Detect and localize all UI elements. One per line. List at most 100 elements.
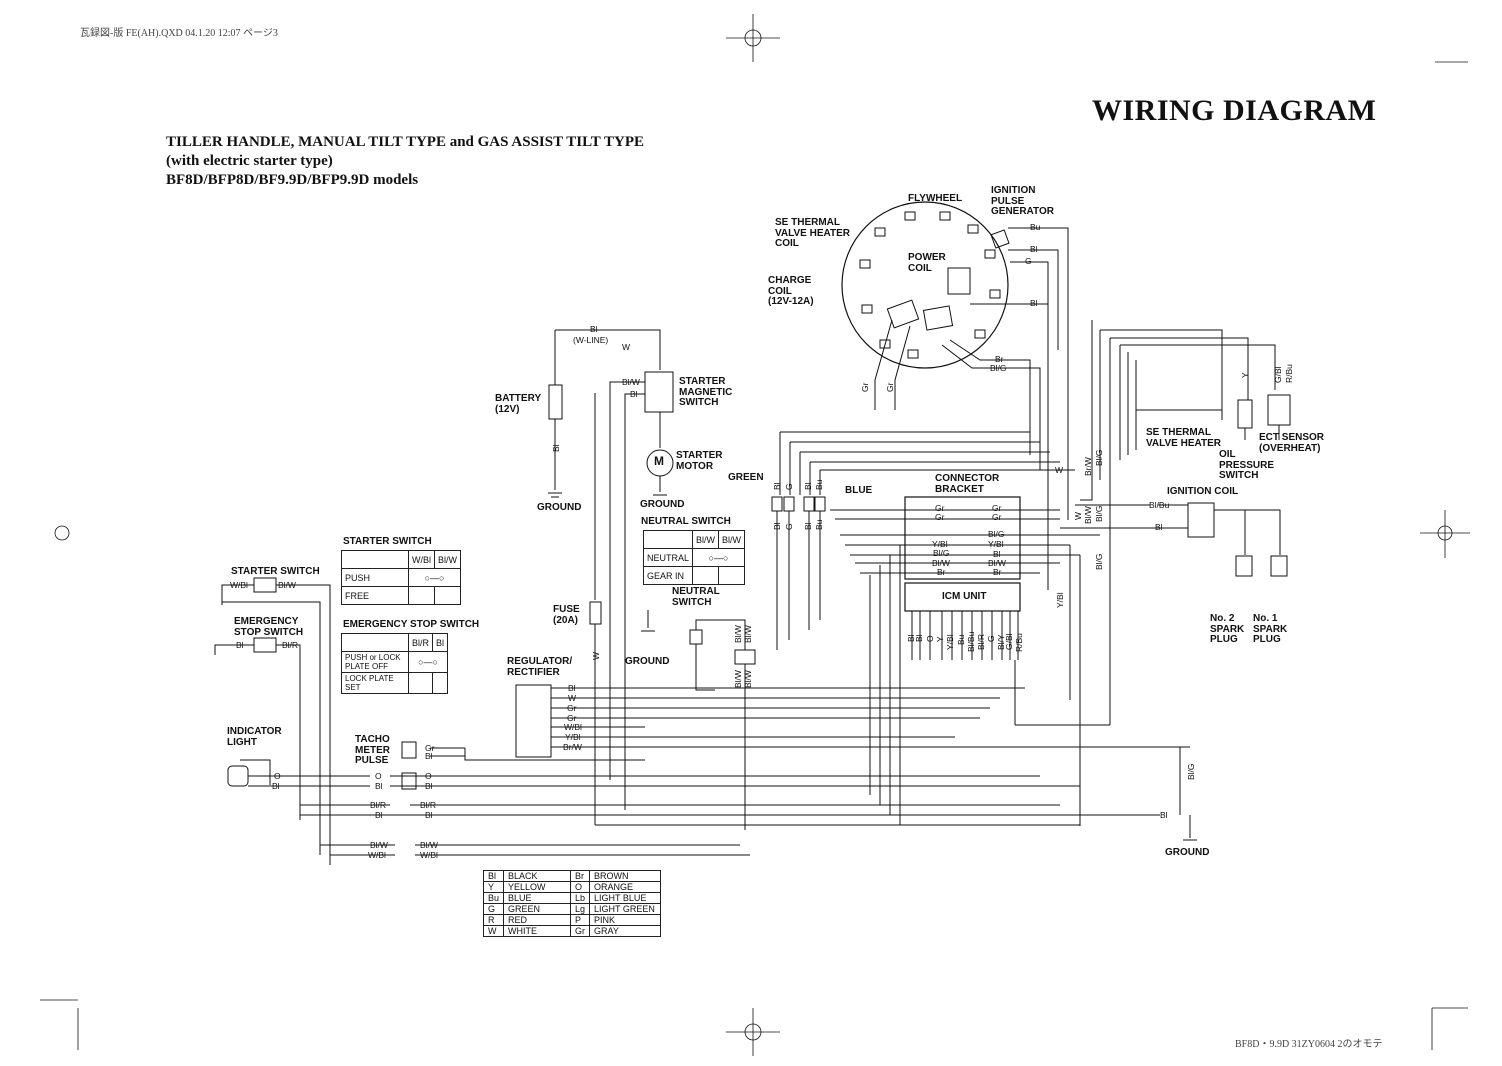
wire-tag: Bl [425,781,433,791]
wire-tag: W [622,342,631,352]
wire-tag: Br [993,567,1002,577]
sms-line-2: MAGNETIC [679,386,733,398]
wire-tag-vertical: Bl/W [733,670,743,688]
subtitle-line-3: BF8D/BFP8D/BF9.9D/BFP9.9D models [166,172,419,188]
setc-line-2: VALVE HEATER [775,227,851,239]
ground-label-motor: GROUND [640,499,685,510]
wire-tag-vertical: Bl/G [1094,449,1104,466]
wire-tag: Bl [425,751,433,761]
tmp-line-1: TACHO [355,734,390,745]
legend-code: Bl [482,870,505,882]
legend-color: GRAY [589,925,662,937]
wire-tag-vertical: Bl/W [743,625,753,643]
wire-tag: Bl/G [990,363,1007,373]
wire-tag-vertical: Bu [814,479,824,490]
table-row-label: LOCK PLATE SET [341,672,409,694]
legend-color: BLACK [503,870,572,882]
wire-tag: Gr [567,703,577,713]
wire-tag: Bl [1030,298,1038,308]
wire-tag: Bl/W [622,377,640,387]
wire-tag-vertical: Gr [860,382,870,392]
subtitle-line-1: TILLER HANDLE, MANUAL TILT TYPE and GAS … [166,134,644,150]
wire-tag: Bl/R [370,800,387,810]
wire-tag: Bl [375,810,383,820]
emergency-stop-switch-label: EMERGENCY STOP SWITCH [234,616,304,638]
legend-code: Lg [570,903,591,915]
wire-tag-vertical: Bl [772,522,782,530]
icm-pin: Bl [914,634,924,642]
wire-tag-vertical: Y/Bl [1055,592,1065,608]
wire-tag: W [1055,465,1064,475]
tacho-meter-pulse-label: TACHO METER PULSE [355,734,390,767]
ess-line-2: STOP SWITCH [234,626,304,638]
motor-symbol: M [654,454,664,468]
wire-tag: G [1025,256,1032,266]
legend-color: RED [503,914,572,926]
legend-color: ORANGE [589,881,662,893]
neutral-switch-table-title: NEUTRAL SWITCH [641,516,731,527]
blue-coupler-label: BLUE [845,485,873,496]
legend-row: R RED P PINK [482,914,662,926]
table-header: W/Bl [408,550,435,569]
legend-code: R [482,914,505,926]
starter-motor-label: STARTER MOTOR [676,450,722,472]
ipg-line-3: GENERATOR [991,206,1054,217]
wire-tag-vertical: W [591,651,601,660]
ect-line-2: (OVERHEAT) [1259,442,1321,454]
wire-tag: Y/Bl [932,539,948,549]
continuity-symbol: ○—○ [692,548,746,567]
cc-line-3: (12V-12A) [768,296,814,307]
flywheel-label: FLYWHEEL [908,193,963,204]
indicator-light-label: INDICATOR LIGHT [227,726,282,748]
legend-code: Gr [570,925,591,937]
wire-tag: Bl [1030,244,1038,254]
sms-line-1: STARTER [679,376,726,387]
emergency-stop-table-title: EMERGENCY STOP SWITCH [343,619,480,630]
connector-bracket-label: CONNECTOR BRACKET [935,473,999,495]
wire-tag-vertical: Bl/W [733,625,743,643]
il-line-1: INDICATOR [227,726,282,737]
icm-pin: G/Bl [1004,633,1014,650]
ect-line-1: ECT SENSOR [1259,432,1325,443]
starter-switch-table: W/Bl Bl/W PUSH ○—○ FREE [341,550,461,605]
starter-switch-table-title: STARTER SWITCH [343,536,432,547]
il-line-2: LIGHT [227,736,257,748]
fuse-line-2: (20A) [553,614,579,626]
wire-tag: O [425,771,432,781]
legend-color: YELLOW [503,881,572,893]
wire-tag: Bl/R [282,640,299,650]
pc-line-1: POWER [908,252,946,263]
wire-tag: Y/Bl [565,732,581,742]
neutral-switch-label: NEUTRAL SWITCH [672,586,720,608]
wire-tag: Bl/W [988,558,1006,568]
cc-line-1: CHARGE [768,275,812,286]
diagram-subtitle: TILLER HANDLE, MANUAL TILT TYPE and GAS … [166,133,644,190]
wire-tag-vertical: Bu [814,519,824,530]
fuse-label: FUSE (20A) [553,604,580,626]
table-row-label: GEAR IN [642,566,694,585]
icm-pin: G [986,635,996,642]
seth-line-2: VALVE HEATER [1146,437,1222,449]
wire-tag: Bl/W [370,840,388,850]
pc-line-2: COIL [908,262,932,274]
emergency-stop-table: Bl/R Bl PUSH or LOCK PLATE OFF ○—○ LOCK … [341,633,449,694]
continuity-symbol: ○—○ [408,568,461,587]
icm-pin: R/Bu [1014,633,1024,652]
wire-tag: W/Bl [368,850,386,860]
ops-line-2: PRESSURE [1219,459,1275,471]
cc-line-2: COIL [768,285,792,297]
ipg-line-1: IGNITION [991,185,1036,196]
wire-tag: Bl [590,324,598,334]
seth-line-1: SE THERMAL [1146,427,1211,438]
tmp-line-3: PULSE [355,755,389,766]
ops-line-1: OIL [1219,449,1236,460]
table-header: Bl/W [434,550,461,569]
color-code-legend: Bl BLACK Br BROWN Y YELLOW O ORANGE Bu B… [482,870,662,937]
wire-tag-vertical: Bl/G [1094,553,1104,570]
table-header: Bl/R [407,633,434,652]
legend-code: Y [482,881,505,893]
wire-tag-vertical: Bl [551,444,561,452]
wire-tag-vertical: R/Bu [1284,364,1294,383]
ground-label-battery: GROUND [537,502,582,513]
